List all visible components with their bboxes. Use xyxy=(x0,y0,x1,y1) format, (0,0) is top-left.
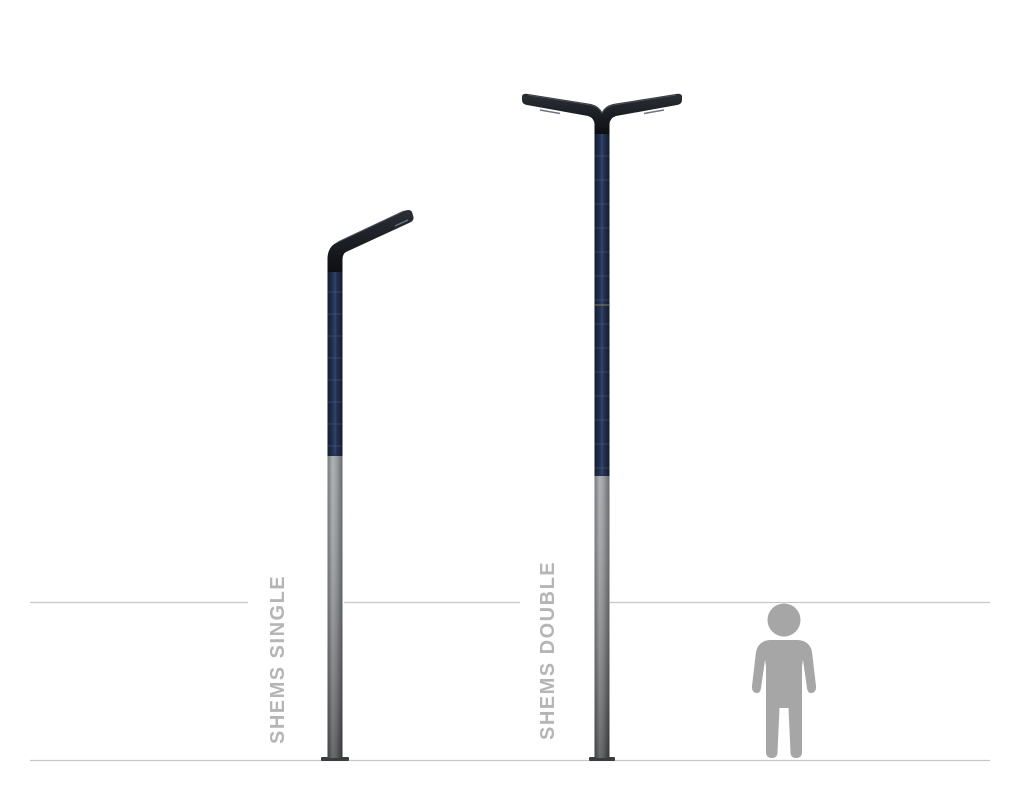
figure-body xyxy=(751,640,817,758)
single-solar-panel xyxy=(327,270,343,456)
label-shems-double: SHEMS DOUBLE xyxy=(537,561,559,740)
shems-double-pole xyxy=(522,93,682,761)
single-lamp-head xyxy=(327,209,414,272)
double-lamp-head xyxy=(522,93,682,134)
shems-single-pole xyxy=(321,209,414,761)
human-scale-figure xyxy=(751,603,817,758)
label-shems-single: SHEMS SINGLE xyxy=(267,575,289,744)
figure-head xyxy=(767,603,801,637)
double-solar-panel xyxy=(594,132,610,476)
